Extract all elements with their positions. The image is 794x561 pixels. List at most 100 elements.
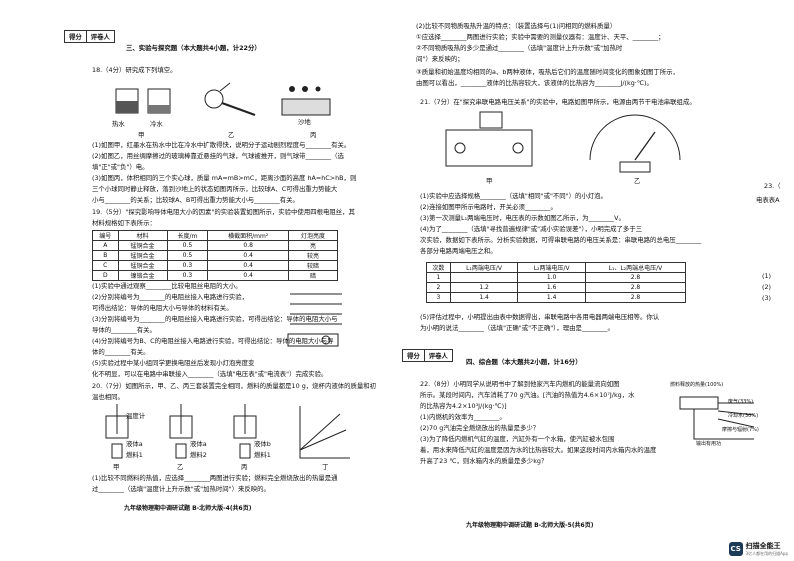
q20-cont-line: ③质量和初始温度均相同的a、b两种液体，吸热后它们的温度随时间变化的图象如图丁所…	[416, 68, 679, 76]
q21-line: (4)为了________（选填"寻找普遍规律"或"减小实验误差"），小明完成了…	[420, 225, 643, 233]
q21-line: 次实验，数据如下表所示。分析实验数据，可得串联电路的电压关系是：串联电路的总电压…	[420, 236, 702, 244]
logo-text: 扫描全能王 3亿人都在用的扫描App	[746, 541, 788, 557]
fig-label: 燃料2	[190, 451, 207, 459]
header-cell: 次数	[426, 262, 451, 273]
diagram-label: 燃料释放的热量(100%)	[670, 382, 724, 388]
grader-cell: 评卷人	[90, 33, 110, 41]
q20-line: 过________（选填"温度计上升示数"或"加热时间"）来反映的。	[92, 485, 270, 493]
q18-line: (3)如图丙，体积相同的三个实心球，质量 mA=mB>mC，距离沙面的高度 hA…	[92, 174, 357, 182]
side-label: (1)	[762, 272, 772, 280]
page-footer: 九年级物理期中调研试题 B-北师大版-5(共6页)	[466, 522, 594, 529]
diagram-label: 冷却水(30%)	[728, 413, 759, 419]
diagram-label: 废气(33%)	[728, 399, 754, 405]
q21-line: (5)评估过程中，小明提出由表中数据得出，串联电路中各用电器两端电压相等。你认	[420, 313, 660, 321]
header-cell: 长度/m	[166, 230, 209, 241]
q18-line: (2)如图乙，用丝绸摩擦过的玻璃棒靠近悬挂的气球，气球被推开，则气球带_____…	[92, 152, 344, 160]
header-cell: 横截面积/mm²	[207, 230, 289, 241]
q19-line: (1)实验中通过观察________比较电阻丝电阻的大小。	[92, 282, 242, 290]
cell: 0.5	[166, 250, 209, 261]
q18-line: (1)如图甲，红墨水在热水中比在冷水中扩散得快，说明分子运动剧烈程度与_____…	[92, 141, 351, 149]
cell: 2	[426, 282, 451, 293]
q19-line: 可得出结论：导体的电阻大小与导体的材料有关。	[92, 304, 233, 312]
table-header: 编号 材料 长度/m 横截面积/mm² 灯泡亮度	[92, 230, 339, 241]
q19-line: 19.（5分）"探究影响导体电阻大小的因素"的实验装置如图所示，实验中使用四根电…	[92, 208, 355, 216]
cell: 1.4	[449, 292, 519, 303]
cell: 0.8	[207, 240, 289, 251]
fig-label: 温度计	[126, 412, 146, 420]
q19-circuit	[287, 293, 342, 347]
fig-label: 燃料1	[126, 451, 143, 459]
q22-line: (3)为了降低内燃机气缸的温度，汽缸外有一个水箱，使汽缸被水包围	[420, 435, 615, 443]
fig-label: 热水	[112, 120, 125, 128]
scanner-logo: CS 扫描全能王 3亿人都在用的扫描App	[728, 541, 788, 557]
q21-line: (1)实验中应选择规格________（选填"相同"或"不同"）的小灯泡。	[420, 192, 607, 200]
q18-line: 三个小球同时静止释放，落到沙地上的状态如图丙所示，比较球A、C可得出重力势能大	[92, 185, 338, 193]
cell: 0.4	[207, 260, 289, 271]
table-header: 次数 L₁两端电压/V L₂两端电压/V L₁、L₂两端总电压/V	[426, 262, 687, 273]
logo-tagline: 3亿人都在用的扫描App	[745, 551, 788, 556]
fig-label: 丙	[310, 131, 317, 139]
q18-figures	[115, 82, 331, 116]
q19-line: (5)实验过程中某小组同学更换电阻丝后发现小灯泡亮度变	[92, 359, 255, 367]
cell: 亮	[287, 240, 339, 251]
header-cell: L₁、L₂两端总电压/V	[584, 262, 687, 273]
cell: 较亮	[287, 250, 339, 261]
cell: C	[92, 260, 119, 271]
cell: 2.8	[584, 292, 687, 303]
q20-line: (1)比较不同燃料的热值，应选择________两图进行实验；燃料完全燃烧放出的…	[92, 474, 338, 482]
header-cell: L₂两端电压/V	[517, 262, 586, 273]
q20-cont-line: (2)比较不同物质吸热升温的特点：（装置选择与(1)问相同的燃料质量）	[416, 22, 617, 30]
section-title: 四、综合题（本大题共2小题，计16分）	[466, 358, 582, 366]
section-title: 三、实验与探究题（本大题共4小题，计22分）	[126, 44, 261, 52]
cell	[449, 272, 519, 283]
q22-line: (1)内燃机的效率为________。	[420, 413, 506, 421]
cell: 锰铜合金	[117, 240, 168, 251]
cell: 1.0	[517, 272, 586, 283]
cell: 暗	[287, 270, 339, 281]
q22-line: 的比热容为4.2×10³J/(kg·℃)]	[420, 402, 507, 410]
cell: D	[92, 270, 119, 281]
q19-line: (4)分别将编号为B、C的电阻丝接入电路进行实验，可得出结论：导体的电阻大小与导	[92, 337, 334, 345]
q20-cont-line: ②不同物质吸热的多少是通过________（选填"温度计上升示数"或"加热时	[416, 44, 623, 52]
fig-label: 液体b	[254, 440, 271, 448]
cell: 锰铜合金	[117, 260, 168, 271]
fig-label: 冷水	[150, 120, 163, 128]
score-cell: 得分	[403, 350, 425, 361]
cell: 0.4	[207, 270, 289, 281]
cell: 0.3	[166, 260, 209, 271]
q22-line: 所示。某段时间内，汽车消耗了70 g汽油。[汽油的热值为4.6×10⁷J/kg，…	[420, 391, 635, 399]
fig-label: 乙	[177, 463, 184, 471]
side-label: (2)	[762, 283, 772, 291]
score-cell: 得分	[65, 31, 87, 42]
cell: 0.3	[166, 270, 209, 281]
q21-circuit-figures	[445, 111, 681, 173]
side-label: 23.（	[764, 182, 781, 190]
q20-cont-line: 间"）来反映的；	[416, 55, 464, 63]
q21-line: 为小明的说法________（选填"正确"或"不正确"），理由是________…	[420, 324, 614, 332]
cell: 1.4	[517, 292, 586, 303]
fig-label: 丙	[241, 463, 248, 471]
header-cell: 灯泡亮度	[287, 230, 339, 241]
q18-title: 18.（4分）研究成下列填空。	[92, 66, 177, 74]
diagram-label: 摩擦与辐射(7%)	[722, 427, 759, 433]
cell: 镍铬合金	[117, 270, 168, 281]
header-cell: 材料	[117, 230, 168, 241]
fig-label: 液体a	[126, 440, 143, 448]
cell: 较暗	[287, 260, 339, 271]
cell: B	[92, 250, 119, 261]
fig-label: 甲	[138, 131, 145, 139]
fig-label: 甲	[113, 463, 120, 471]
fig-label: 甲	[486, 177, 493, 185]
q21-line: (2)连接如图甲所示电路时，开关必须________。	[420, 203, 557, 211]
cell: 0.5	[166, 240, 209, 251]
q21-table: 次数 L₁两端电压/V L₂两端电压/V L₁、L₂两端总电压/V 1 1.0 2.…	[426, 262, 687, 303]
q19-line: 材料规格如下表所示：	[92, 219, 156, 227]
side-label: 电表表A	[756, 196, 780, 204]
cell: 3	[426, 292, 451, 303]
cell: 1	[426, 272, 451, 283]
energy-flow-diagram	[679, 396, 755, 440]
